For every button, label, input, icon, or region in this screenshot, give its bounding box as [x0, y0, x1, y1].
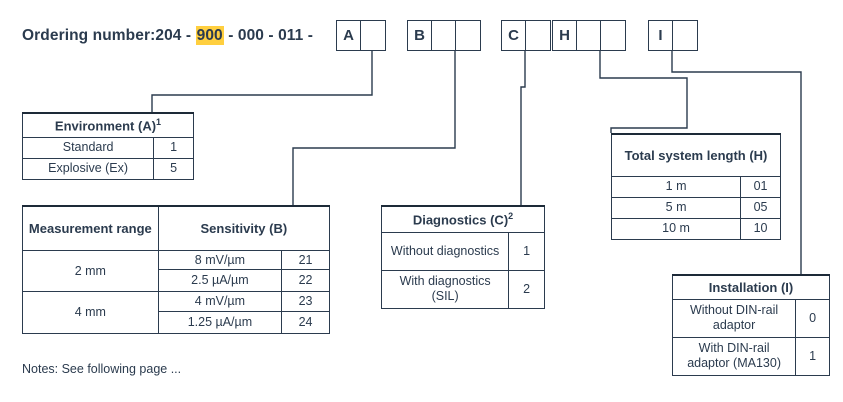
- sensitivity-group-1-row-1-value: 1.25 µA/µm: [157, 311, 283, 334]
- installation-row-0-code: 0: [795, 298, 830, 338]
- code-group-c[interactable]: C: [501, 20, 551, 51]
- code-cell-h-digit-1[interactable]: [577, 21, 601, 50]
- total-system-length-title: Total system length (H): [611, 133, 781, 177]
- connector-a: [151, 51, 373, 112]
- connector-c: [520, 51, 526, 205]
- diagnostics-row-0-code: 1: [508, 231, 545, 271]
- table-environment: Environment (A)1 Standard 1 Explosive (E…: [21, 112, 194, 180]
- code-cell-b-digit-1[interactable]: [432, 21, 456, 50]
- table-sensitivity: Measurement range Sensitivity (B) 2 mm 8…: [22, 205, 331, 334]
- code-cell-i-digit-1[interactable]: [673, 21, 697, 50]
- total-system-length-row-1-code: 05: [740, 196, 781, 219]
- environment-row-1-label: Explosive (Ex): [21, 157, 155, 180]
- table-installation: Installation (I) Without DIN-rail adapto…: [671, 274, 830, 376]
- table-row: Measurement range Sensitivity (B): [22, 205, 331, 251]
- table-row[interactable]: 1.25 µA/µm 24: [23, 311, 330, 334]
- environment-row-0-label: Standard: [21, 136, 155, 159]
- code-group-b[interactable]: B: [407, 20, 481, 51]
- code-cell-a-digit-1[interactable]: [361, 21, 385, 50]
- connector-b: [292, 51, 456, 205]
- table-row[interactable]: With DIN-rail adaptor (MA130) 1: [671, 336, 830, 376]
- table-row: Installation (I): [672, 274, 830, 300]
- environment-row-1-code: 5: [153, 157, 194, 180]
- diagnostics-title-footnote: 2: [508, 210, 514, 221]
- environment-title-text: Environment (A): [54, 118, 157, 134]
- diagnostics-row-1-label: With diagnostics (SIL): [380, 269, 510, 309]
- installation-row-0-label: Without DIN-rail adaptor: [671, 298, 797, 338]
- total-system-length-row-2-code: 10: [740, 217, 781, 240]
- sensitivity-group-1-row-0-code: 23: [281, 291, 330, 312]
- code-group-a[interactable]: A: [336, 20, 386, 51]
- sensitivity-group-0-row-1-value: 2.5 µA/µm: [157, 269, 283, 293]
- sensitivity-header-measurement-range: Measurement range: [22, 205, 159, 251]
- ordering-number-text: Ordering number:204 - 900 - 000 - 011 -: [22, 26, 314, 45]
- table-diagnostics: Diagnostics (C)2 Without diagnostics 1 W…: [380, 205, 545, 309]
- connector-h: [599, 51, 688, 133]
- code-cell-b-digit-2[interactable]: [456, 21, 480, 50]
- ordering-number-suffix: - 000 - 011 -: [223, 27, 314, 44]
- environment-title: Environment (A)1: [22, 112, 194, 138]
- table-row: Diagnostics (C)2: [381, 205, 545, 233]
- total-system-length-row-0-label: 1 m: [610, 175, 742, 198]
- total-system-length-row-1-label: 5 m: [610, 196, 742, 219]
- total-system-length-row-0-code: 01: [740, 175, 781, 198]
- table-row: Total system length (H): [611, 133, 781, 177]
- diagnostics-row-0-label: Without diagnostics: [380, 231, 510, 271]
- table-row[interactable]: Without DIN-rail adaptor 0: [671, 298, 830, 338]
- table-row[interactable]: 1 m 01: [610, 175, 781, 198]
- table-row[interactable]: 5 m 05: [610, 196, 781, 219]
- table-row[interactable]: With diagnostics (SIL) 2: [380, 269, 545, 309]
- code-cell-c-letter[interactable]: C: [502, 21, 526, 50]
- code-group-i[interactable]: I: [648, 20, 698, 51]
- installation-title: Installation (I): [672, 274, 830, 300]
- table-row[interactable]: Explosive (Ex) 5: [21, 157, 194, 180]
- sensitivity-group-0-row-0-code: 21: [281, 249, 330, 271]
- diagnostics-title: Diagnostics (C)2: [381, 205, 545, 233]
- installation-row-1-label: With DIN-rail adaptor (MA130): [671, 336, 797, 376]
- code-cell-h-digit-2[interactable]: [601, 21, 625, 50]
- sensitivity-group-1-row-1-code: 24: [281, 311, 330, 334]
- code-cell-b-letter[interactable]: B: [408, 21, 432, 50]
- sensitivity-header-sensitivity: Sensitivity (B): [157, 205, 331, 251]
- table-total-system-length: Total system length (H) 1 m 01 5 m 05 10…: [610, 133, 781, 240]
- notes-text: Notes: See following page ...: [22, 362, 182, 376]
- code-cell-h-letter[interactable]: H: [553, 21, 577, 50]
- total-system-length-row-2-label: 10 m: [610, 217, 742, 240]
- sensitivity-group-1-row-0-value: 4 mV/µm: [157, 291, 283, 312]
- code-cell-i-letter[interactable]: I: [649, 21, 673, 50]
- ordering-number-prefix: 204 -: [155, 27, 196, 44]
- table-row[interactable]: 4 mm 4 mV/µm 23: [22, 291, 330, 334]
- ordering-number-highlight: 900: [195, 26, 224, 45]
- table-row[interactable]: Standard 1: [21, 136, 194, 159]
- environment-row-0-code: 1: [153, 136, 194, 159]
- code-cell-c-digit-1[interactable]: [526, 21, 550, 50]
- environment-title-footnote: 1: [156, 116, 162, 127]
- table-row[interactable]: 2.5 µA/µm 22: [23, 269, 330, 293]
- sensitivity-group-0-row-1-code: 22: [281, 269, 330, 293]
- code-cell-a-letter[interactable]: A: [337, 21, 361, 50]
- ordering-number-row: Ordering number:204 - 900 - 000 - 011 -: [22, 21, 313, 51]
- sensitivity-group-0-range: 2 mm: [22, 249, 159, 293]
- table-row[interactable]: Without diagnostics 1: [380, 231, 545, 271]
- code-group-h[interactable]: H: [552, 20, 626, 51]
- sensitivity-group-0-row-0-value: 8 mV/µm: [157, 249, 283, 271]
- diagnostics-title-text: Diagnostics (C): [412, 212, 509, 228]
- diagnostics-row-1-code: 2: [508, 269, 545, 309]
- sensitivity-group-1-range: 4 mm: [22, 291, 159, 334]
- ordering-number-label: Ordering number:: [22, 27, 156, 44]
- installation-row-1-code: 1: [795, 336, 830, 376]
- table-row[interactable]: 2 mm 8 mV/µm 21: [22, 249, 330, 293]
- table-row[interactable]: 10 m 10: [610, 217, 781, 240]
- table-row: Environment (A)1: [22, 112, 194, 138]
